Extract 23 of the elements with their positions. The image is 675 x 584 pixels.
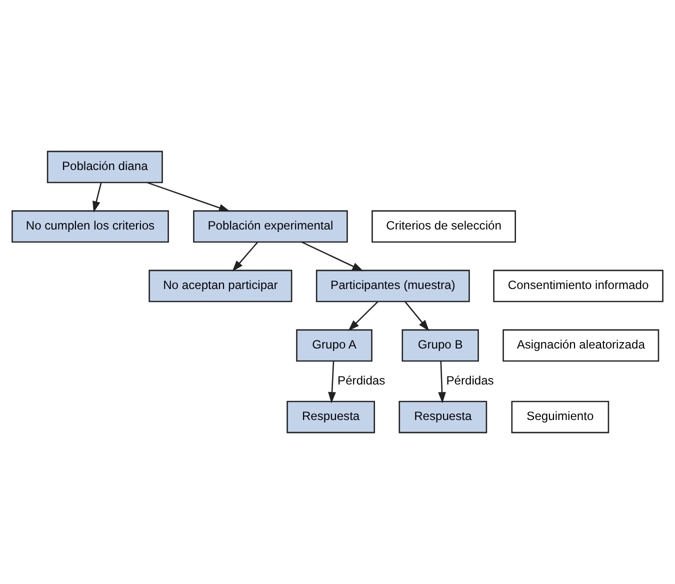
node-box: Seguimiento [511, 400, 610, 434]
node-box: Asignación aleatorizada [502, 329, 660, 362]
arrow [348, 301, 378, 331]
arrow [328, 361, 336, 404]
node-box: No aceptan participar [148, 270, 292, 302]
node-box: Consentimiento informado [493, 270, 664, 302]
node-box: Población experimental [193, 210, 348, 243]
node-box: Grupo A [296, 329, 372, 362]
arrow [232, 242, 258, 272]
node-box: Grupo B [402, 329, 479, 362]
arrow [404, 301, 430, 332]
node-box: Respuesta [286, 400, 375, 434]
edge-label: Pérdidas [338, 373, 386, 388]
node-box: Respuesta [398, 400, 488, 434]
node-box: Participantes (muestra) [316, 270, 470, 302]
node-box: No cumplen los criterios [12, 210, 169, 243]
arrow [92, 182, 102, 212]
node-box: Población diana [46, 150, 163, 184]
arrow [438, 361, 446, 404]
arrow [146, 182, 230, 212]
node-box: Criterios de selección [372, 210, 516, 243]
arrow [301, 241, 364, 272]
edge-label: Pérdidas [446, 373, 494, 388]
